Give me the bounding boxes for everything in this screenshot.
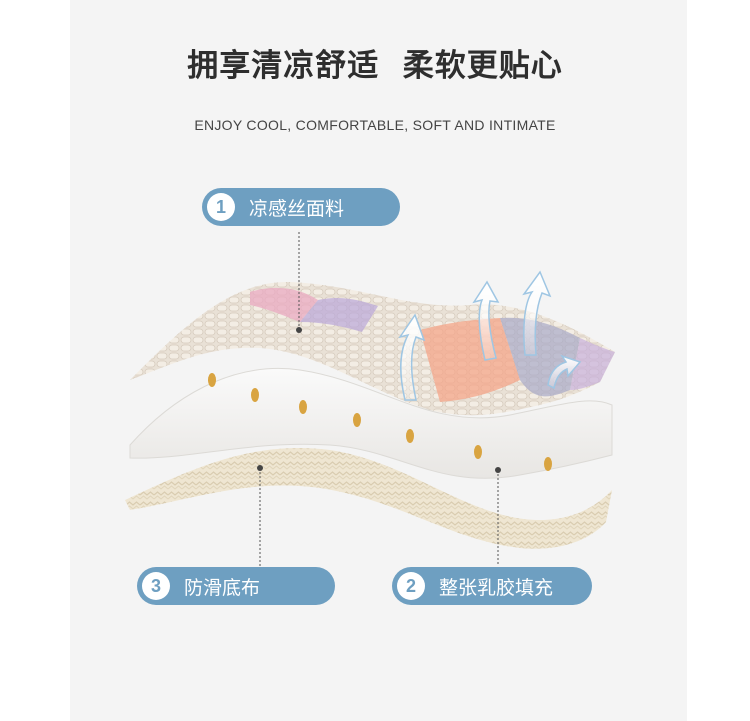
layer-label-text: 防滑底布	[184, 576, 261, 599]
layer-label-2: 2 整张乳胶填充	[392, 567, 592, 605]
layer-number-badge: 2	[397, 572, 425, 600]
layer-label-1: 1 凉感丝面料	[202, 188, 400, 226]
layer-label-3: 3 防滑底布	[137, 567, 335, 605]
layer-label-text: 整张乳胶填充	[439, 576, 554, 599]
latex-layer	[129, 368, 613, 479]
leader-dot-2	[495, 467, 501, 473]
leader-dot-3	[257, 465, 263, 471]
layer-number-badge: 1	[207, 193, 235, 221]
layer-number-badge: 3	[142, 572, 170, 600]
airflow-arrow-icon	[398, 270, 582, 401]
anti-slip-base-layer	[125, 448, 612, 549]
page-subtitle: ENJOY COOL, COMFORTABLE, SOFT AND INTIMA…	[194, 117, 556, 133]
cooling-silk-layer	[130, 281, 615, 416]
leader-dot-1	[296, 327, 302, 333]
layer-label-text: 凉感丝面料	[249, 197, 345, 220]
page-title: 拥享清凉舒适 柔软更贴心	[187, 48, 563, 84]
